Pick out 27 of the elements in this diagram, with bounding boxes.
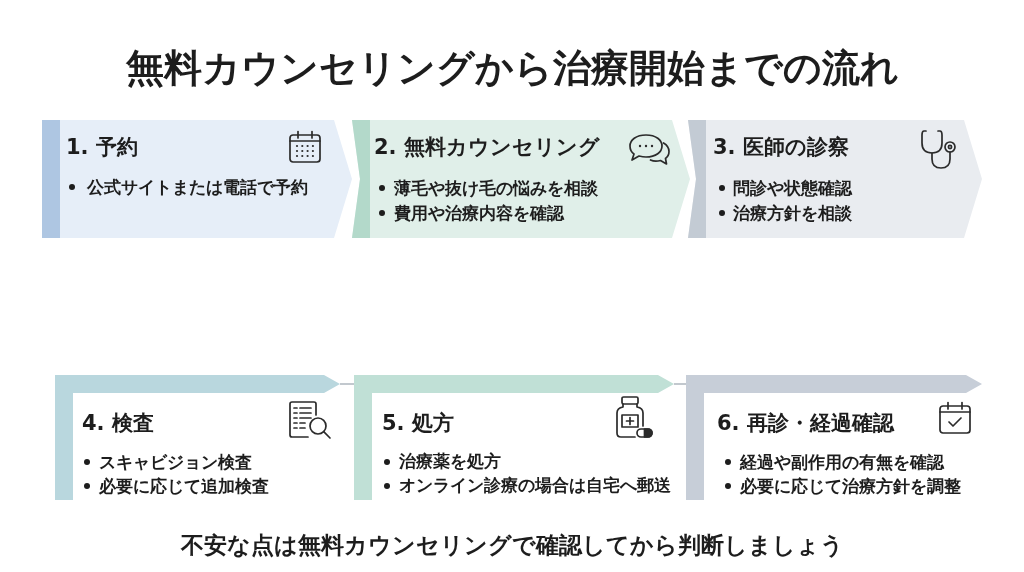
caption: 不安な点は無料カウンセリングで確認してから判断しましょう xyxy=(180,531,844,560)
bullet-text: 経過や副作用の有無を確認 xyxy=(740,451,944,473)
step-heading: 6. 再診・経過確認 xyxy=(717,410,894,437)
bullet-text: 必要に応じて治療方針を調整 xyxy=(740,475,961,497)
bullet-text: 治療薬を処方 xyxy=(399,451,501,473)
bullet-text: 問診や状態確認 xyxy=(733,177,852,199)
step-heading: 1. 予約 xyxy=(66,134,138,161)
bullet-text: 薄毛や抜け毛の悩みを相談 xyxy=(394,177,598,199)
title: 無料カウンセリングから治療開始までの流れ xyxy=(125,45,899,92)
bullet-text: 必要に応じて追加検査 xyxy=(99,475,269,497)
bullet-text: 公式サイトまたは電話で予約 xyxy=(87,176,308,198)
bullet-text: スキャビジョン検査 xyxy=(99,451,252,473)
step-panel xyxy=(686,375,982,500)
bullet-text: 費用や治療内容を確認 xyxy=(394,202,564,224)
bullet-text: オンライン診療の場合は自宅へ郵送 xyxy=(399,475,671,497)
step-panel xyxy=(55,375,340,500)
step-heading: 3. 医師の診察 xyxy=(713,134,849,161)
connector-line xyxy=(339,383,355,385)
bullet-text: 治療方針を相談 xyxy=(733,202,852,224)
step-heading: 2. 無料カウンセリング xyxy=(374,134,600,161)
chevron-box xyxy=(352,120,690,238)
connector-line xyxy=(673,383,687,385)
step-heading: 4. 検査 xyxy=(82,410,154,437)
step-panel xyxy=(354,375,674,500)
step-heading: 5. 処方 xyxy=(382,410,454,437)
chevron-box xyxy=(688,120,982,238)
chevron-box xyxy=(42,120,352,238)
